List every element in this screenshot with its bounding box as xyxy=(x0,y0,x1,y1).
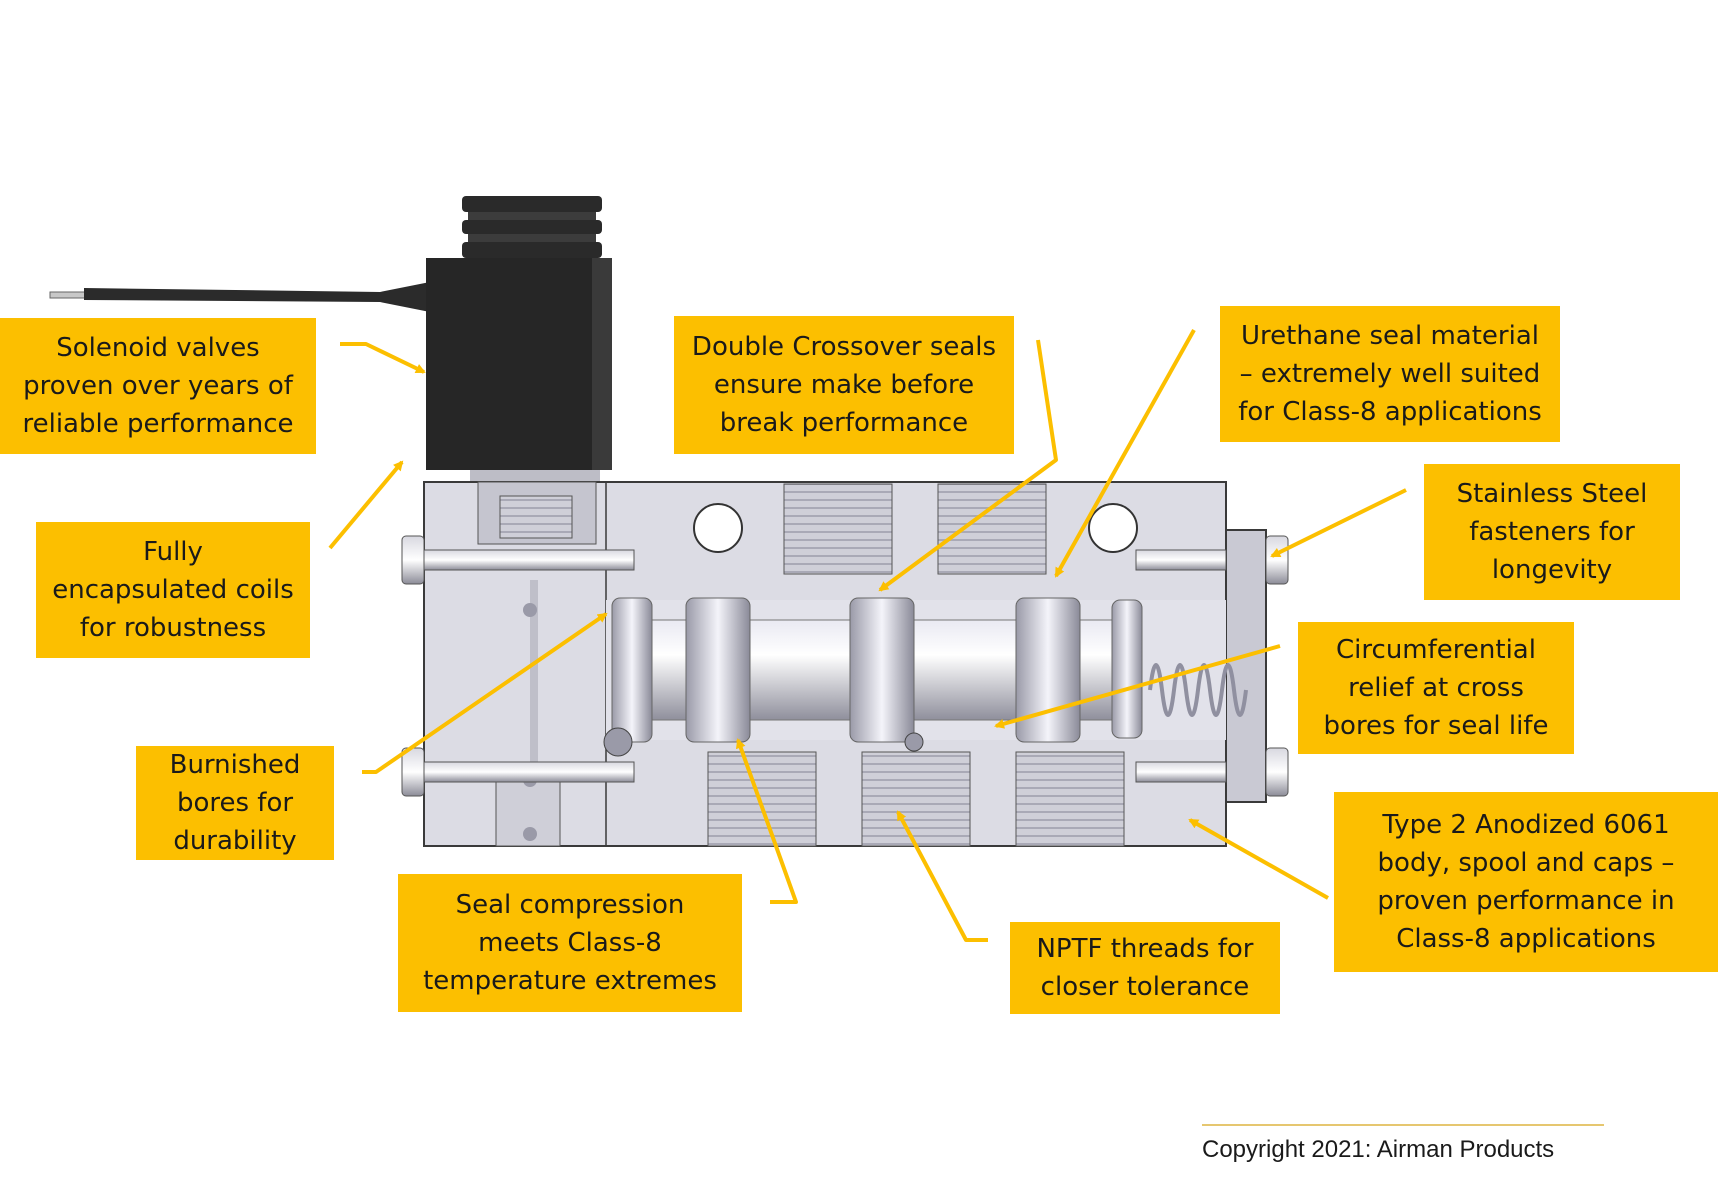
leader-coils xyxy=(328,460,404,550)
callout-line: Burnished xyxy=(169,750,301,780)
callout-line: proven over years of xyxy=(23,371,293,401)
leader-lines xyxy=(328,329,1407,942)
callout-line: for Class-8 applications xyxy=(1238,397,1542,427)
callout-line: Solenoid valves xyxy=(56,333,260,363)
callout-stainless-fasteners: Stainless Steel fasteners for longevity xyxy=(1424,464,1680,600)
copyright-text: Copyright 2021: Airman Products xyxy=(1202,1136,1555,1163)
leader-nptf xyxy=(896,810,988,942)
callout-line: encapsulated coils xyxy=(52,575,294,605)
callout-line: Stainless Steel xyxy=(1456,479,1648,509)
callout-line: Type 2 Anodized 6061 xyxy=(1382,810,1670,840)
callout-line: meets Class-8 xyxy=(478,928,662,958)
callout-line: NPTF threads for xyxy=(1036,934,1254,964)
callout-line: Double Crossover seals xyxy=(691,332,997,362)
callout-line: Urethane seal material xyxy=(1241,321,1539,351)
spool xyxy=(603,597,1248,757)
solenoid-wire xyxy=(49,282,430,312)
bolt-bottom-right xyxy=(1135,747,1289,797)
callout-line: Seal compression xyxy=(455,890,685,920)
callout-line: for robustness xyxy=(79,613,267,643)
callout-line: longevity xyxy=(1491,555,1613,585)
callout-line: Fully xyxy=(143,537,203,567)
copyright-divider xyxy=(1202,1124,1604,1126)
callout-urethane-seal: Urethane seal material – extremely well … xyxy=(1220,306,1560,442)
callout-line: bores for xyxy=(176,788,294,818)
leader-circumferential xyxy=(994,644,1281,729)
leader-solenoid xyxy=(340,342,426,374)
callout-line: ensure make before xyxy=(713,370,975,400)
callout-seal-compression: Seal compression meets Class-8 temperatu… xyxy=(398,874,742,1012)
callout-line: bores for seal life xyxy=(1323,711,1549,741)
callout-line: durability xyxy=(173,826,297,856)
callout-type2-anodized: Type 2 Anodized 6061 body, spool and cap… xyxy=(1334,792,1718,972)
leader-crossover xyxy=(878,339,1058,592)
callout-burnished-bores: Burnished bores for durability xyxy=(136,746,334,860)
solenoid-coil xyxy=(426,196,612,482)
callout-double-crossover: Double Crossover seals ensure make befor… xyxy=(674,316,1014,454)
callout-circumferential-relief: Circumferential relief at cross bores fo… xyxy=(1298,622,1574,754)
callout-line: temperature extremes xyxy=(423,966,717,996)
callout-encapsulated-coils: Fully encapsulated coils for robustness xyxy=(36,522,310,658)
callout-line: reliable performance xyxy=(22,409,294,439)
callout-nptf-threads: NPTF threads for closer tolerance xyxy=(1010,922,1280,1014)
leader-stainless xyxy=(1270,488,1407,558)
callout-line: Class-8 applications xyxy=(1396,924,1656,954)
callout-line: break performance xyxy=(719,408,969,438)
leader-urethane xyxy=(1054,329,1196,578)
leader-burnished xyxy=(362,612,608,774)
callout-line: closer tolerance xyxy=(1040,972,1250,1002)
bolt-top-left xyxy=(401,535,635,585)
bolt-bottom-left xyxy=(401,747,635,797)
callout-line: relief at cross xyxy=(1348,673,1524,703)
callout-line: body, spool and caps – xyxy=(1377,848,1675,878)
callout-line: proven performance in xyxy=(1377,886,1675,916)
callout-line: fasteners for xyxy=(1469,517,1635,547)
callout-solenoid-valves: Solenoid valves proven over years of rel… xyxy=(0,318,316,454)
leader-seal-compression xyxy=(735,738,798,904)
callout-line: Circumferential xyxy=(1336,635,1536,665)
leader-anodized xyxy=(1188,818,1329,900)
callout-line: – extremely well suited xyxy=(1239,359,1541,389)
